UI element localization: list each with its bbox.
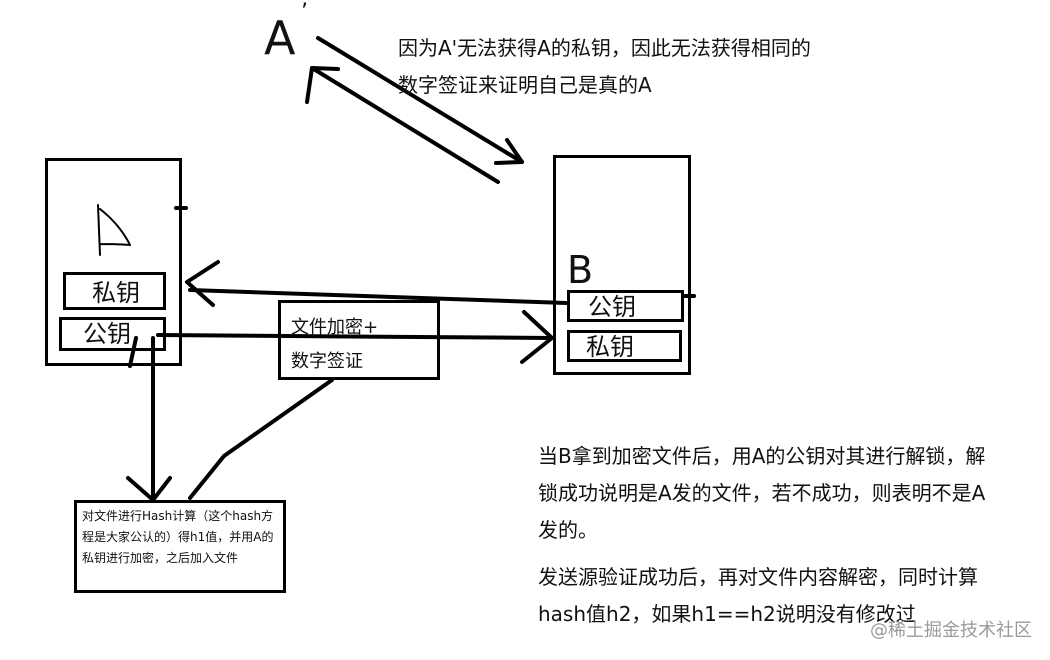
arrow-b-to-a-prime bbox=[310, 66, 500, 184]
arrow-a-prime-to-b bbox=[316, 36, 524, 164]
hash-note-text: 对文件进行Hash计算（这个hash方程是大家公认的）得h1值，并用A的私钥进行… bbox=[82, 509, 274, 565]
line-hash-box-to-middle-box bbox=[188, 378, 334, 500]
node-b-box bbox=[553, 155, 691, 375]
hash-compare-note: 发送源验证成功后，再对文件内容解密，同时计算hash值h2，如果h1==h2说明… bbox=[538, 565, 978, 626]
encrypted-file-box bbox=[278, 300, 440, 380]
arrowhead-public-key-to-hash-box bbox=[126, 476, 172, 502]
watermark-text: @稀土掘金技术社区 bbox=[870, 620, 1032, 641]
a-prime-mark: ’ bbox=[301, 0, 308, 25]
b-private-key-box bbox=[567, 330, 682, 362]
b-public-key-box bbox=[567, 290, 684, 322]
tick-public-key bbox=[128, 336, 138, 368]
encrypted-file-line2: 数字签证 bbox=[291, 351, 363, 372]
b-private-key-label: 私钥 bbox=[586, 333, 634, 361]
hash-note-box bbox=[74, 500, 286, 593]
a-public-key-box bbox=[59, 317, 166, 351]
arrow-b-to-a-private-key bbox=[188, 288, 568, 305]
top-note: 因为A'无法获得A的私钥，因此无法获得相同的数字签证来证明自己是真的A bbox=[398, 36, 811, 97]
a-private-key-label: 私钥 bbox=[92, 279, 140, 307]
arrowhead-a-public-key-to-b bbox=[520, 310, 554, 364]
a-private-key-box bbox=[63, 272, 166, 310]
node-b-label: B bbox=[567, 248, 594, 292]
a-prime-label: A bbox=[264, 11, 296, 65]
handdrawn-a-glyph bbox=[97, 204, 131, 256]
arrow-a-public-key-to-b bbox=[156, 333, 554, 340]
encrypted-file-line1: 文件加密+ bbox=[291, 317, 379, 338]
arrowhead-b-to-a-prime bbox=[305, 66, 340, 104]
a-public-key-label: 公钥 bbox=[83, 320, 131, 348]
verification-note: 当B拿到加密文件后，用A的公钥对其进行解锁，解锁成功说明是A发的文件，若不成功，… bbox=[538, 444, 986, 542]
arrowhead-a-prime-to-b bbox=[494, 138, 524, 165]
arrowhead-b-to-a-private-key bbox=[185, 260, 220, 307]
b-public-key-label: 公钥 bbox=[588, 293, 636, 321]
node-a-box bbox=[45, 158, 182, 366]
